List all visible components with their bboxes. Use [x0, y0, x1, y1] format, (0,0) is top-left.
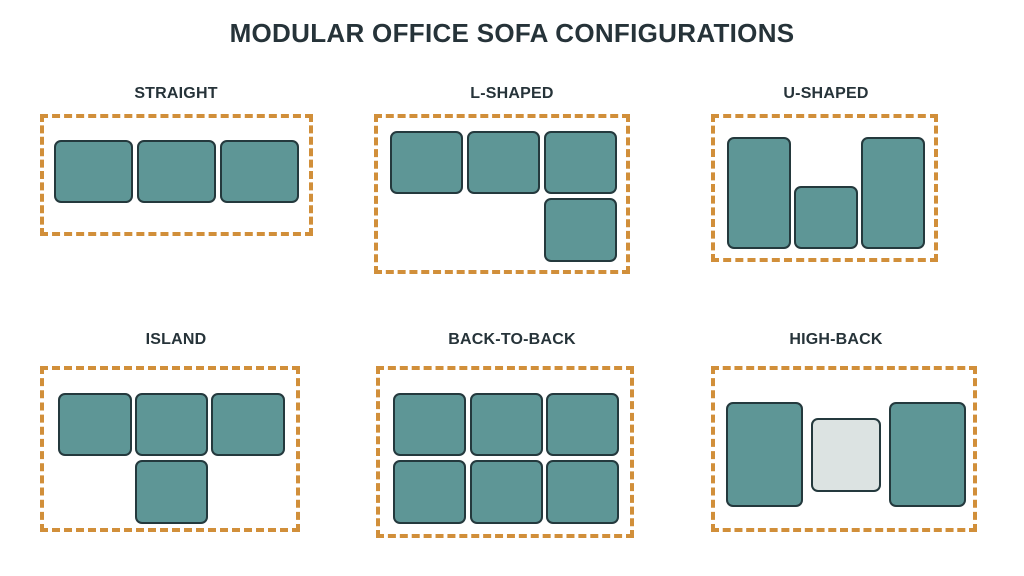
sofa-module — [470, 460, 543, 524]
sofa-module — [220, 140, 299, 203]
sofa-module — [58, 393, 132, 456]
config-frame-high-back — [711, 366, 977, 532]
sofa-module — [393, 393, 466, 456]
sofa-module — [546, 393, 619, 456]
config-frame-island — [40, 366, 300, 532]
sofa-module — [546, 460, 619, 524]
sofa-module — [393, 460, 466, 524]
config-frame-back-to-back — [376, 366, 634, 538]
config-frame-straight — [40, 114, 313, 236]
config-label-high-back: HIGH-BACK — [789, 331, 883, 348]
config-label-back-to-back: BACK-TO-BACK — [448, 331, 576, 348]
sofa-module — [889, 402, 966, 507]
config-label-straight: STRAIGHT — [134, 85, 218, 102]
sofa-module — [390, 131, 463, 194]
sofa-module — [544, 198, 617, 262]
sofa-module-light — [811, 418, 881, 492]
sofa-module — [794, 186, 858, 249]
sofa-module — [211, 393, 285, 456]
sofa-module — [135, 393, 208, 456]
page-title: MODULAR OFFICE SOFA CONFIGURATIONS — [229, 18, 795, 48]
sofa-module — [467, 131, 540, 194]
config-frame-u-shaped — [711, 114, 938, 262]
sofa-module — [470, 393, 543, 456]
sofa-module — [137, 140, 216, 203]
sofa-module — [54, 140, 133, 203]
sofa-module — [861, 137, 925, 249]
config-label-l-shaped: L-SHAPED — [470, 85, 554, 102]
sofa-module — [727, 137, 791, 249]
sofa-module — [544, 131, 617, 194]
config-frame-l-shaped — [374, 114, 630, 274]
sofa-module — [726, 402, 803, 507]
config-label-u-shaped: U-SHAPED — [783, 85, 869, 102]
sofa-module — [135, 460, 208, 524]
config-label-island: ISLAND — [145, 331, 207, 348]
